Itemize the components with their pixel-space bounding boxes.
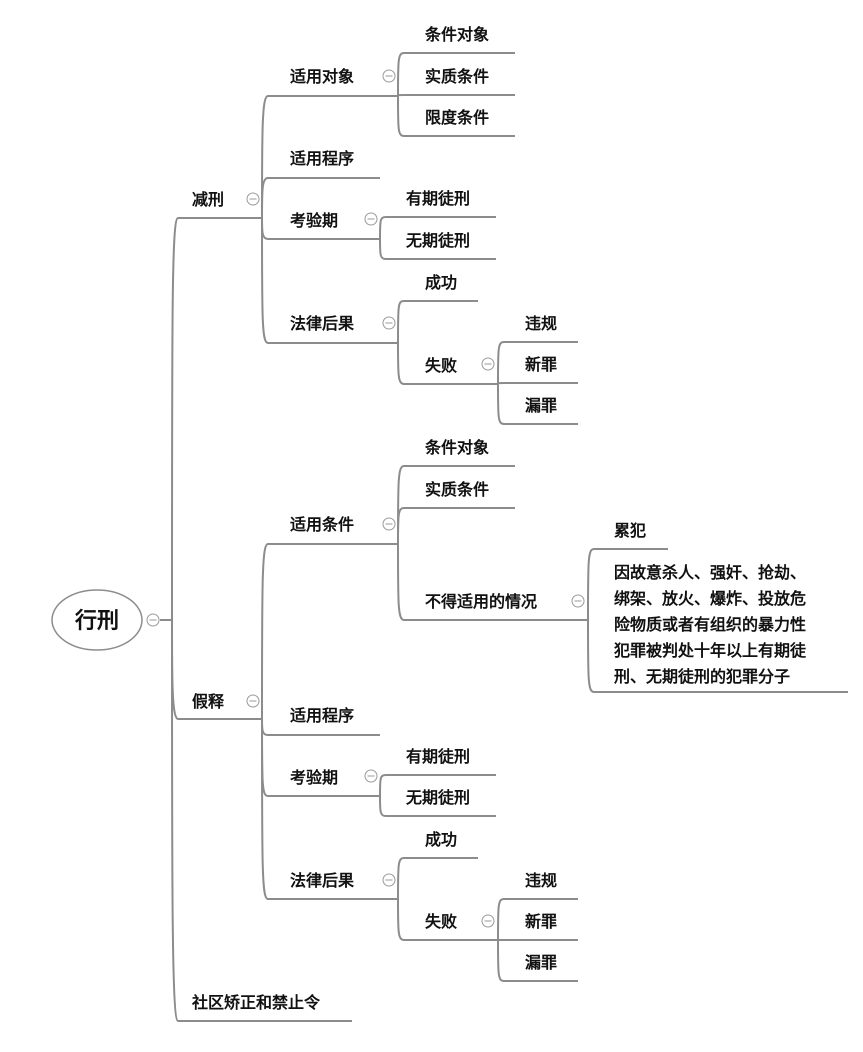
node-jx-dx-3[interactable]: 限度条件 — [425, 108, 489, 127]
connector — [587, 548, 595, 621]
connector — [497, 341, 505, 385]
connector — [397, 507, 405, 545]
connector — [497, 939, 505, 982]
node-jx-sb-3[interactable]: 漏罪 — [525, 396, 557, 415]
node-js-ky-2[interactable]: 无期徒刑 — [405, 788, 470, 807]
node-jx-hg-chenggong[interactable]: 成功 — [425, 273, 457, 292]
node-js-sb-2[interactable]: 新罪 — [525, 912, 557, 931]
node-js-bd-2[interactable]: 因故意杀人、强奸、抢劫、 绑架、放火、爆炸、投放危 险物质或者有组织的暴力性 犯… — [613, 563, 812, 686]
connector — [397, 300, 405, 344]
jx-duixiang-collapse-icon[interactable] — [382, 69, 396, 83]
node-shequ[interactable]: 社区矫正和禁止令 — [191, 993, 321, 1012]
root-collapse-icon[interactable] — [146, 613, 160, 627]
node-js-kaoyan[interactable]: 考验期 — [290, 768, 338, 787]
node-js-sb-3[interactable]: 漏罪 — [525, 953, 557, 972]
node-js-sb-1[interactable]: 违规 — [525, 871, 557, 890]
connector — [397, 52, 405, 97]
node-js-bd-2-line: 险物质或者有组织的暴力性 — [614, 615, 806, 634]
jiashi-collapse-icon[interactable] — [246, 694, 260, 708]
connector — [397, 95, 405, 137]
connector — [397, 857, 405, 900]
connector — [397, 898, 405, 941]
node-jx-sb-1[interactable]: 违规 — [525, 314, 557, 333]
node-js-hg-shibai[interactable]: 失败 — [425, 912, 457, 931]
connector — [379, 238, 387, 260]
connector — [171, 619, 179, 1022]
node-jx-hg-shibai[interactable]: 失败 — [425, 356, 457, 375]
node-jx-chengxu[interactable]: 适用程序 — [290, 149, 354, 168]
node-js-bd-2-line: 刑、无期徒刑的犯罪分子 — [614, 667, 790, 686]
node-jx-ky-1[interactable]: 有期徒刑 — [406, 189, 470, 208]
node-js-tj-2[interactable]: 实质条件 — [425, 480, 489, 499]
jianxing-collapse-icon[interactable] — [246, 192, 260, 206]
connector — [397, 94, 405, 97]
connector — [497, 382, 505, 385]
js-tiaojian-collapse-icon[interactable] — [382, 517, 396, 531]
connector — [171, 217, 179, 621]
jx-shibai-collapse-icon[interactable] — [481, 357, 495, 371]
node-js-bd-2-line: 犯罪被判处十年以上有期徒 — [613, 641, 807, 660]
root-node-label: 行刑 — [74, 608, 119, 634]
node-jx-kaoyan[interactable]: 考验期 — [290, 211, 338, 230]
connector — [397, 342, 405, 385]
jx-houguo-collapse-icon[interactable] — [382, 316, 396, 330]
node-jianxing[interactable]: 减刑 — [192, 190, 224, 209]
root-node-ellipse[interactable] — [51, 589, 143, 651]
js-budesh-collapse-icon[interactable] — [571, 594, 585, 608]
js-shibai-collapse-icon[interactable] — [481, 914, 495, 928]
node-js-bd-1[interactable]: 累犯 — [614, 521, 646, 540]
node-js-tiaojian[interactable]: 适用条件 — [290, 515, 354, 534]
node-jiashi[interactable]: 假释 — [192, 692, 225, 711]
jx-kaoyan-collapse-icon[interactable] — [364, 212, 378, 226]
node-js-chengxu[interactable]: 适用程序 — [290, 706, 354, 725]
node-js-hg-chenggong[interactable]: 成功 — [425, 830, 457, 849]
connector — [261, 543, 269, 720]
connector — [397, 543, 405, 621]
node-js-houguo[interactable]: 法律后果 — [290, 871, 354, 890]
js-kaoyan-collapse-icon[interactable] — [364, 769, 378, 783]
connector — [379, 216, 387, 240]
node-jx-duixiang[interactable]: 适用对象 — [290, 67, 354, 86]
connector — [497, 898, 505, 941]
connector — [497, 383, 505, 425]
node-js-tj-1[interactable]: 条件对象 — [424, 438, 489, 457]
node-jx-dx-2[interactable]: 实质条件 — [425, 67, 489, 86]
node-js-bd-2-line: 因故意杀人、强奸、抢劫、 — [614, 563, 806, 582]
connector — [379, 795, 387, 817]
node-jx-ky-2[interactable]: 无期徒刑 — [405, 231, 470, 250]
node-js-tj-3[interactable]: 不得适用的情况 — [425, 592, 537, 611]
node-jx-dx-1[interactable]: 条件对象 — [424, 25, 489, 44]
connector — [261, 718, 269, 900]
node-jx-houguo[interactable]: 法律后果 — [290, 314, 354, 333]
connector — [587, 619, 595, 693]
node-js-bd-2-line: 绑架、放火、爆炸、投放危 — [614, 589, 806, 608]
connector — [261, 217, 269, 344]
connector — [261, 177, 269, 219]
node-jx-sb-2[interactable]: 新罪 — [525, 355, 557, 374]
node-js-ky-1[interactable]: 有期徒刑 — [406, 747, 470, 766]
js-houguo-collapse-icon[interactable] — [382, 873, 396, 887]
connector — [379, 774, 387, 797]
